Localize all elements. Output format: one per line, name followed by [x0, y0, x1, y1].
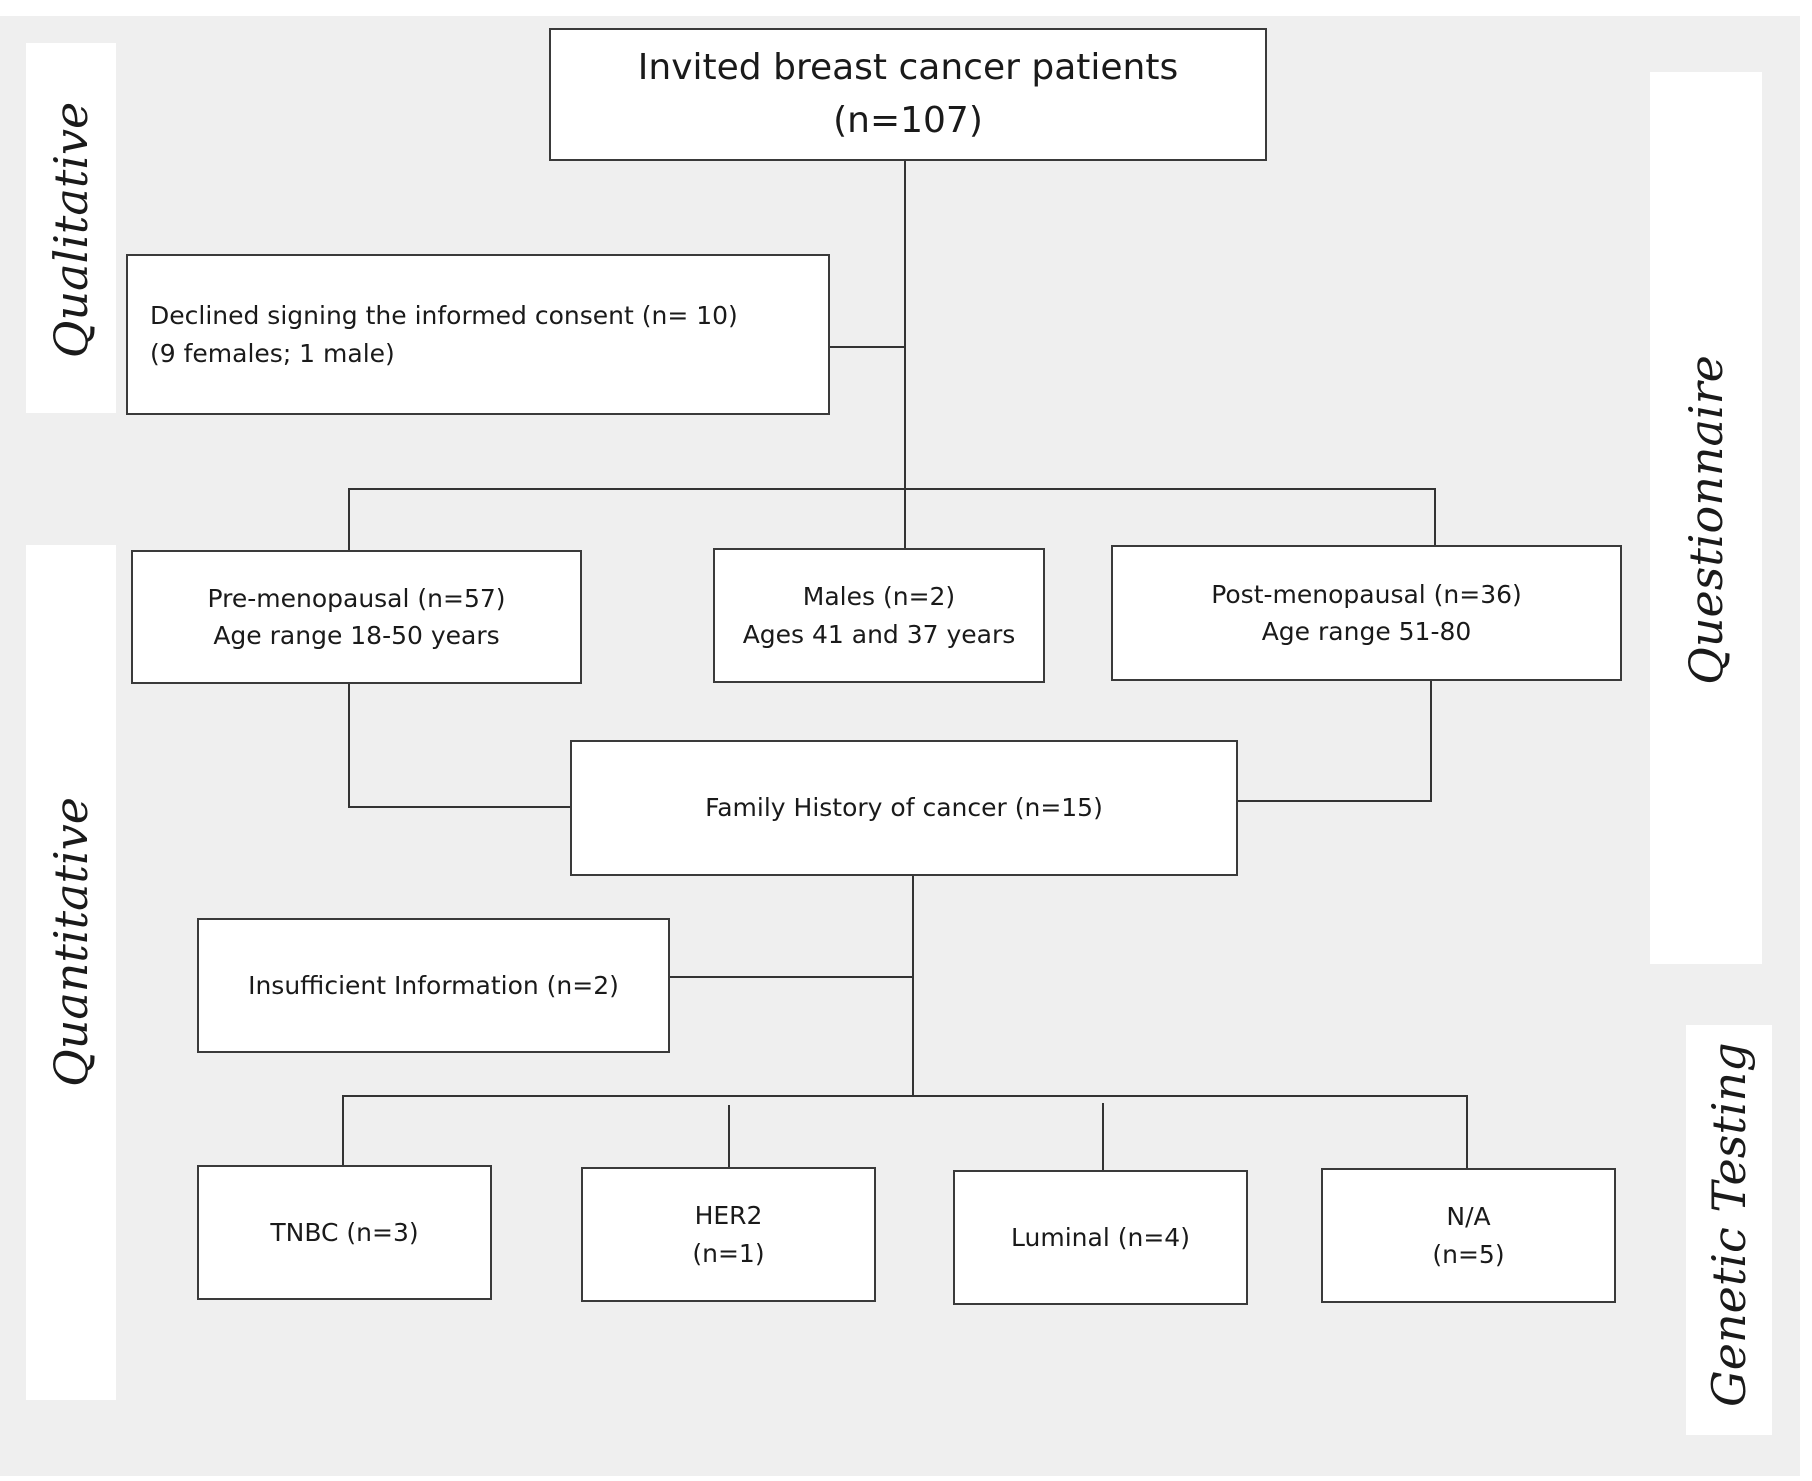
declined-consent-box: Declined signing the informed consent (n… [126, 254, 830, 415]
connector-line [348, 806, 570, 808]
post-menopausal-box: Post-menopausal (n=36) Age range 51-80 [1111, 545, 1622, 681]
genetic-testing-label: Genetic Testing [1702, 1042, 1756, 1407]
connector-line [1434, 488, 1436, 545]
connector-line [830, 346, 906, 348]
pre-menopausal-label: Pre-menopausal (n=57) [207, 583, 506, 613]
connector-line [348, 488, 1436, 490]
questionnaire-label: Questionnaire [1679, 355, 1733, 685]
males-box: Males (n=2) Ages 41 and 37 years [713, 548, 1045, 683]
invited-patients-box: Invited breast cancer patients (n=107) [549, 28, 1267, 161]
post-menopausal-age: Age range 51-80 [1261, 617, 1472, 646]
luminal-box: Luminal (n=4) [953, 1170, 1248, 1305]
connector-line [342, 1095, 1468, 1097]
na-box: N/A (n=5) [1321, 1168, 1616, 1303]
declined-consent-detail: (9 females; 1 male) [150, 338, 395, 368]
tnbc-label: TNBC (n=3) [270, 1217, 419, 1247]
connector-line [1102, 1103, 1104, 1170]
na-count: (n=5) [1432, 1239, 1505, 1269]
luminal-label: Luminal (n=4) [1011, 1222, 1190, 1252]
her2-label: HER2 [694, 1201, 763, 1230]
connector-line [904, 161, 906, 549]
insufficient-information-box: Insufficient Information (n=2) [197, 918, 670, 1053]
family-history-label: Family History of cancer (n=15) [705, 793, 1103, 823]
quantitative-strip [26, 545, 116, 1400]
connector-line [348, 488, 350, 550]
connector-line [912, 876, 914, 1096]
questionnaire-strip [1650, 72, 1762, 964]
connector-line [670, 976, 914, 978]
tnbc-box: TNBC (n=3) [197, 1165, 492, 1300]
males-label: Males (n=2) [802, 582, 956, 611]
genetic-testing-strip [1686, 1025, 1772, 1435]
declined-consent-label: Declined signing the informed consent (n… [150, 301, 738, 330]
family-history-box: Family History of cancer (n=15) [570, 740, 1238, 876]
qualitative-strip [26, 43, 116, 413]
invited-patients-label: Invited breast cancer patients [637, 47, 1179, 89]
connector-line [728, 1105, 730, 1167]
insufficient-information-label: Insufficient Information (n=2) [248, 970, 619, 1000]
connector-line [1430, 681, 1432, 802]
qualitative-label: Qualitative [44, 101, 98, 359]
connector-line [342, 1095, 344, 1165]
her2-count: (n=1) [692, 1238, 765, 1268]
post-menopausal-label: Post-menopausal (n=36) [1211, 579, 1522, 609]
connector-line [348, 684, 350, 808]
quantitative-label: Quantitative [44, 797, 98, 1087]
na-label: N/A [1446, 1202, 1491, 1231]
males-age: Ages 41 and 37 years [742, 619, 1016, 649]
invited-patients-count: (n=107) [833, 99, 983, 141]
pre-menopausal-box: Pre-menopausal (n=57) Age range 18-50 ye… [131, 550, 582, 684]
pre-menopausal-age: Age range 18-50 years [213, 621, 500, 650]
her2-box: HER2 (n=1) [581, 1167, 876, 1302]
connector-line [1466, 1095, 1468, 1168]
connector-line [1238, 800, 1432, 802]
